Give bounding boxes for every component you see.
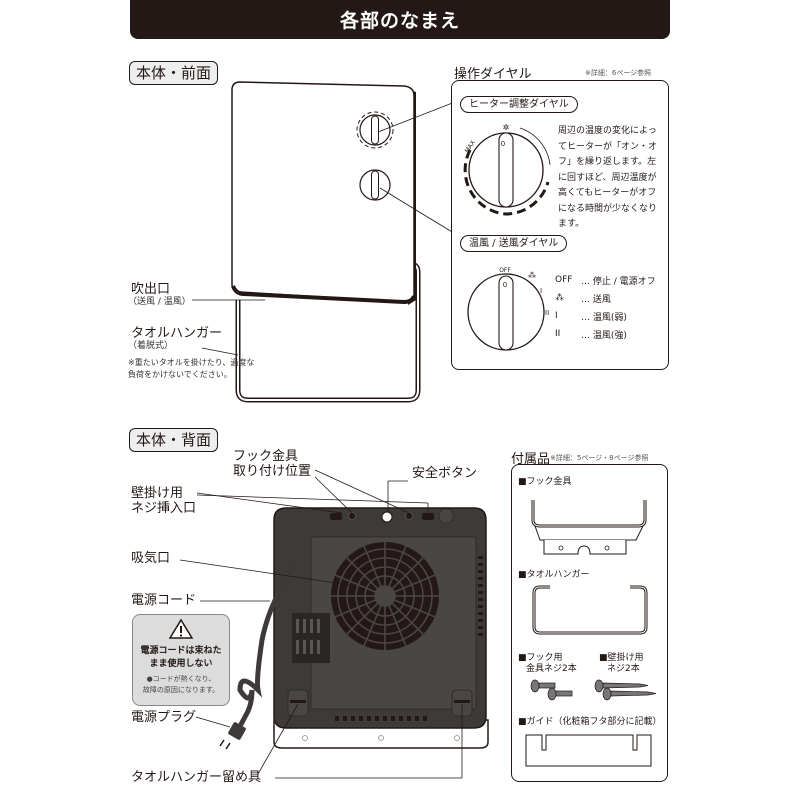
heater-dial-label: ヒーター調整ダイヤル [460, 96, 578, 113]
warning-triangle-icon [168, 618, 194, 639]
towel-hanger-note: ※重たいタオルを掛けたり、過度な負荷をかけないでください。 [128, 358, 255, 379]
outlet-label: 吹出口 [131, 282, 171, 297]
off-symbol: OFF [555, 275, 573, 285]
mode-dial-label: 温風 / 送風ダイヤル [460, 235, 568, 252]
towel-hanger-label: タオルハンガー [131, 326, 223, 341]
hook-position-label-2: 取り付け位置 [233, 464, 312, 479]
towel-hanger-acc-label: ■タオルハンガー [518, 570, 590, 580]
wall-screws-label-2: ネジ2本 [607, 664, 640, 674]
wall-screw-label-1: 壁掛け用 [131, 486, 184, 501]
warning-note-2: 故障の原因になります。 [142, 686, 220, 694]
air-intake-label: 吸気口 [131, 551, 171, 566]
accessories-ref-note: ※詳細：5ページ・8ページ参照 [550, 454, 649, 462]
legend-off: OFF … 停止 / 電源オフ [555, 275, 656, 287]
outlet-sublabel: （送風 / 温風） [128, 297, 191, 307]
mode-dial-legend: OFF … 停止 / 電源オフ ⁂ … 送風 I … 温風(弱) II … 温風… [555, 271, 656, 343]
hook-position-label-1: フック金具 [233, 449, 299, 464]
legend-high: II … 温風(強) [555, 329, 627, 341]
legend-low: I … 温風(弱) [555, 311, 627, 323]
high-symbol: II [555, 329, 561, 339]
page-title: 各部のなまえ [130, 0, 670, 39]
svg-text:OFF: OFF [499, 267, 511, 274]
hook-screws-label-2: 金具ネジ2本 [526, 664, 577, 674]
warning-title-1: 電源コードは束ねた [140, 646, 222, 656]
power-cord-label: 電源コード [131, 593, 197, 608]
accessories-panel [511, 464, 668, 782]
hook-bracket-label: ■フック金具 [518, 477, 572, 487]
safety-button-label: 安全ボタン [412, 466, 478, 481]
towel-hanger-sublabel: （着脱式） [128, 341, 174, 351]
heater-dial-description: 周辺の温度の変化によってヒーターが「オン・オフ」を繰り返します。左に回すほど、周… [558, 126, 658, 229]
low-symbol: I [555, 311, 558, 321]
accessories-heading: 付属品 [511, 452, 551, 467]
back-section-tag: 本体・背面 [129, 428, 219, 452]
svg-text:0: 0 [503, 281, 507, 289]
hook-screws-label-1: ■フック用 [518, 653, 563, 663]
svg-text:0: 0 [501, 140, 505, 148]
dials-heading: 操作ダイヤル [454, 67, 532, 82]
wall-screw-label-2: ネジ挿入口 [131, 501, 197, 516]
guide-label: ■ガイド（化粧箱フタ部分に記載） [518, 717, 662, 727]
power-plug-label: 電源プラグ [131, 710, 197, 725]
cord-warning-box: 電源コードは束ねた まま使用しない ●コードが熱くなり、 故障の原因になります。 [132, 614, 230, 706]
svg-text:I: I [540, 287, 542, 295]
dials-ref-note: ※詳細：6ページ参照 [585, 69, 652, 77]
fan-icon: ⁂ [555, 293, 564, 303]
svg-text:⁂: ⁂ [528, 270, 536, 280]
warning-title-2: まま使用しない [149, 659, 213, 669]
svg-text:II: II [545, 309, 549, 317]
warning-note-1: ●コードが熱くなり、 [146, 675, 216, 683]
front-section-tag: 本体・前面 [129, 61, 219, 85]
wall-screws-label-1: ■壁掛け用 [599, 653, 644, 663]
towel-hanger-clip-label: タオルハンガー留め具 [131, 770, 262, 785]
svg-text:✲: ✲ [503, 123, 510, 132]
legend-fan: ⁂ … 送風 [555, 293, 611, 305]
